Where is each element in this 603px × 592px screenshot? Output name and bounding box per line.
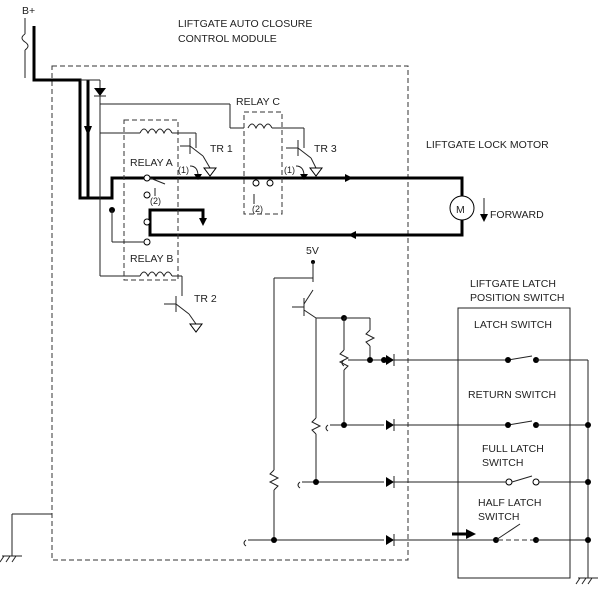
control-module-boundary [51,65,409,561]
battery-label: B+ [22,5,35,17]
half-latch-arrow-icon [452,529,476,539]
relay-b-coil-icon [139,271,173,278]
tr1-label: TR 1 [210,143,233,155]
tr2-transistor-icon [164,296,203,333]
diode-icon [386,354,395,546]
latch-switch-label: LATCH SWITCH [474,319,552,331]
half-latch-label-line1: HALF LATCH [478,497,541,509]
relay-c-coil-icon [247,123,273,130]
tr3-label: TR 3 [314,143,337,155]
resistor-icon [311,417,322,435]
step1-c-label: (1) [284,165,295,175]
position-switch-title-line1: LIFTGATE LATCH [470,278,556,290]
relay-a-label: RELAY A [130,157,173,169]
ground-icon [0,555,22,563]
diode-icon [94,88,106,96]
module-title-line1: LIFTGATE AUTO CLOSURE [178,18,312,30]
tr1-transistor-icon [180,133,217,177]
tr3-transistor-icon [286,140,323,177]
ground-icon [575,577,598,585]
fuse-icon [21,18,29,62]
motor-symbol: M [456,204,465,216]
sensor-transistor-icon [292,289,317,319]
step2-c-label: (2) [252,204,263,214]
full-latch-label-line1: FULL LATCH [482,443,544,455]
relay-c-label: RELAY C [236,96,280,108]
step1-a-label: (1) [178,165,189,175]
resistor-icon [268,469,280,491]
supply-label: 5V [306,245,319,257]
motor-icon [449,195,475,221]
return-switch-label: RETURN SWITCH [468,389,556,401]
forward-label: FORWARD [490,209,544,221]
forward-arrow-icon [480,198,488,222]
module-title-line2: CONTROL MODULE [178,33,277,45]
tr2-label: TR 2 [194,293,217,305]
relay-c-boundary [243,111,283,215]
current-flow-path [32,26,464,239]
relay-a-coil-icon [139,128,173,135]
latch-switch-box [457,307,571,579]
resistor-icon [365,329,376,347]
full-latch-label-line2: SWITCH [482,457,523,469]
lock-motor-label: LIFTGATE LOCK MOTOR [426,139,549,151]
relay-a-boundary [123,119,179,281]
position-switch-title-line2: POSITION SWITCH [470,292,565,304]
relay-b-label: RELAY B [130,253,173,265]
step2-a-label: (2) [150,196,161,206]
half-latch-label-line2: SWITCH [478,511,519,523]
